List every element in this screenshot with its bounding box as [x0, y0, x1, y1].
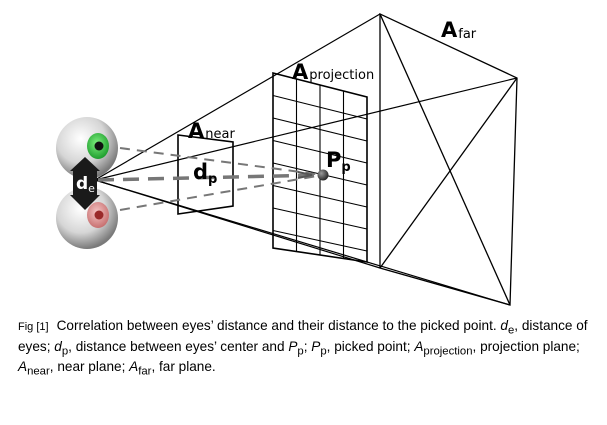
caption-text-8: , far plane.: [151, 359, 216, 375]
caption-pp1-sub: p: [297, 345, 304, 358]
frustum-diagram: Afar Aprojection Anear Pp dp de: [56, 12, 518, 306]
caption-text-5: , picked point;: [326, 338, 415, 354]
caption-pp1: P: [288, 338, 298, 354]
projection-plane: [272, 71, 368, 263]
projection-plane-label: Aprojection: [292, 60, 374, 84]
near-plane: [177, 134, 234, 215]
caption-af: A: [129, 359, 139, 375]
caption-dp: d: [54, 338, 62, 354]
sight-lines: [97, 147, 324, 211]
far-plane: [379, 12, 518, 306]
caption-dp-sub: p: [61, 345, 69, 358]
caption-text-3: , distance between eyes’ center and: [68, 338, 289, 354]
caption-text-6: , projection plane;: [472, 338, 580, 354]
caption-af-sub: far: [138, 366, 152, 379]
top-eye: [56, 117, 118, 179]
caption-ap: A: [414, 338, 424, 354]
caption-de-sub: e: [507, 324, 515, 337]
figure-number: Fig [1]: [18, 321, 49, 333]
near-plane-label: Anear: [188, 119, 235, 143]
frustum-edges: [94, 13, 518, 306]
caption-pp2: P: [311, 338, 321, 354]
caption-pp2-sub: p: [320, 345, 327, 358]
bottom-eye: [56, 187, 118, 249]
far-plane-label: Afar: [441, 18, 477, 42]
caption-an-sub: near: [27, 366, 50, 379]
caption-text-2: , distance of eyes;: [18, 318, 588, 354]
picked-point: [317, 169, 329, 181]
caption-text-7: , near plane;: [49, 359, 130, 375]
figure-caption: Fig [1] Correlation between eyes’ distanc…: [18, 318, 593, 380]
caption-de: d: [500, 318, 508, 333]
de-label: de: [76, 174, 95, 195]
caption-text-1: Correlation between eyes’ distance and t…: [56, 318, 501, 333]
picked-point-label: Pp: [326, 148, 351, 175]
dp-label: dp: [193, 160, 217, 187]
caption-ap-sub: projection: [423, 345, 473, 358]
eye-distance-arrow: [70, 157, 100, 210]
caption-an: A: [18, 359, 28, 375]
caption-text-4: ;: [303, 338, 312, 354]
